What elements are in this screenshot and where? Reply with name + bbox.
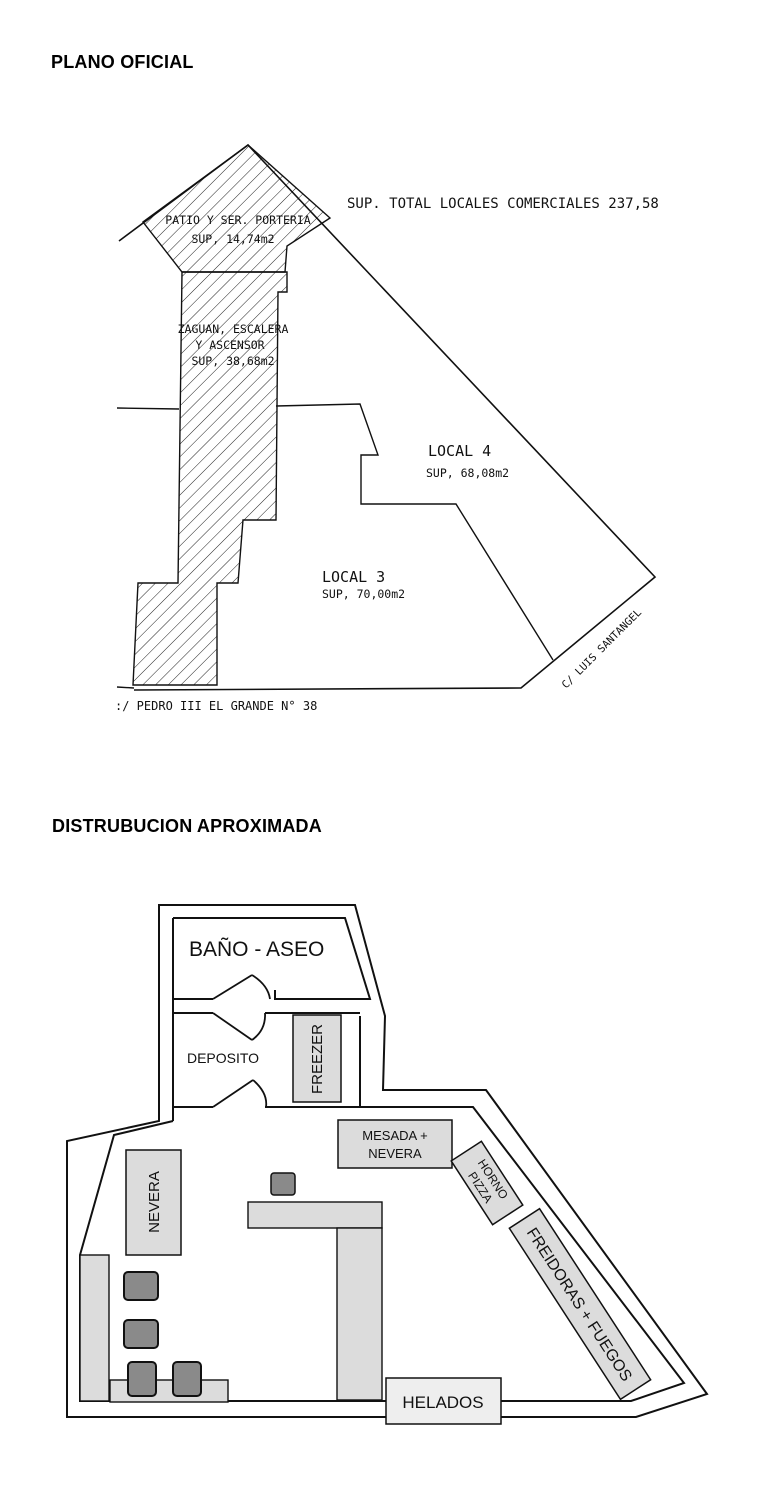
zaguan-line2: Y ASCENSOR (195, 338, 264, 352)
local3-surface: SUP, 70,00m2 (322, 587, 405, 601)
chair-3 (127, 1361, 157, 1397)
official-floor-plan: SUP. TOTAL LOCALES COMERCIALES 237,58 PA… (115, 143, 659, 713)
stool-bar (270, 1172, 296, 1196)
mesada-nevera-fixture (337, 1119, 453, 1169)
total-surface-label: SUP. TOTAL LOCALES COMERCIALES 237,58 (347, 196, 659, 212)
patio-surface: SUP, 14,74m2 (191, 232, 274, 246)
chair-2 (123, 1319, 159, 1349)
main-door-icon (212, 1079, 268, 1108)
chair-4 (172, 1361, 202, 1397)
nevera-label: NEVERA (146, 1171, 163, 1233)
helados-fixture (385, 1377, 502, 1425)
mesada-label-line2: NEVERA (368, 1146, 422, 1161)
left-wall-stub (116, 407, 180, 410)
heading-official-plan: PLANO OFICIAL (51, 52, 194, 72)
deposito-label: DEPOSITO (187, 1050, 259, 1066)
street-pedro-iii: :/ PEDRO III EL GRANDE N° 38 (115, 699, 317, 713)
local3-name: LOCAL 3 (322, 568, 385, 586)
local4-name: LOCAL 4 (428, 442, 491, 460)
patio-name: PATIO Y SER. PORTERIA (165, 213, 310, 227)
bar-counter-side (336, 1227, 383, 1401)
bano-door-icon (212, 974, 271, 1000)
mesada-label-line1: MESADA + (362, 1128, 427, 1143)
bar-counter-top (247, 1201, 383, 1229)
zaguan-area (132, 271, 288, 686)
freezer-fixture (292, 1014, 342, 1103)
freidoras-label: FREIDORAS + FUEGOS (523, 1225, 635, 1384)
local4-surface: SUP, 68,08m2 (426, 466, 509, 480)
helados-label: HELADOS (402, 1393, 483, 1412)
outer-wall (66, 904, 709, 1418)
bano-label: BAÑO - ASEO (189, 937, 324, 961)
freezer-label: FREEZER (309, 1024, 326, 1094)
zaguan-surface: SUP, 38,68m2 (191, 354, 274, 368)
freidoras-fuegos-fixture: FREIDORAS + FUEGOS (508, 1207, 652, 1401)
zaguan-line1: ZAGUAN, ESCALERA (178, 322, 289, 336)
horno-pizza-fixture: HORNO PIZZA (450, 1140, 524, 1226)
nevera-fixture (125, 1149, 182, 1256)
bench-left (79, 1254, 110, 1402)
partition-local3-local4 (275, 403, 554, 661)
heading-approximate-layout: DISTRUBUCION APROXIMADA (52, 816, 322, 836)
deposito-room (172, 1012, 360, 1108)
chair-1 (123, 1271, 159, 1301)
outer-boundary (118, 143, 657, 691)
deposito-door-icon (212, 1012, 266, 1041)
bano-room (172, 917, 372, 1000)
